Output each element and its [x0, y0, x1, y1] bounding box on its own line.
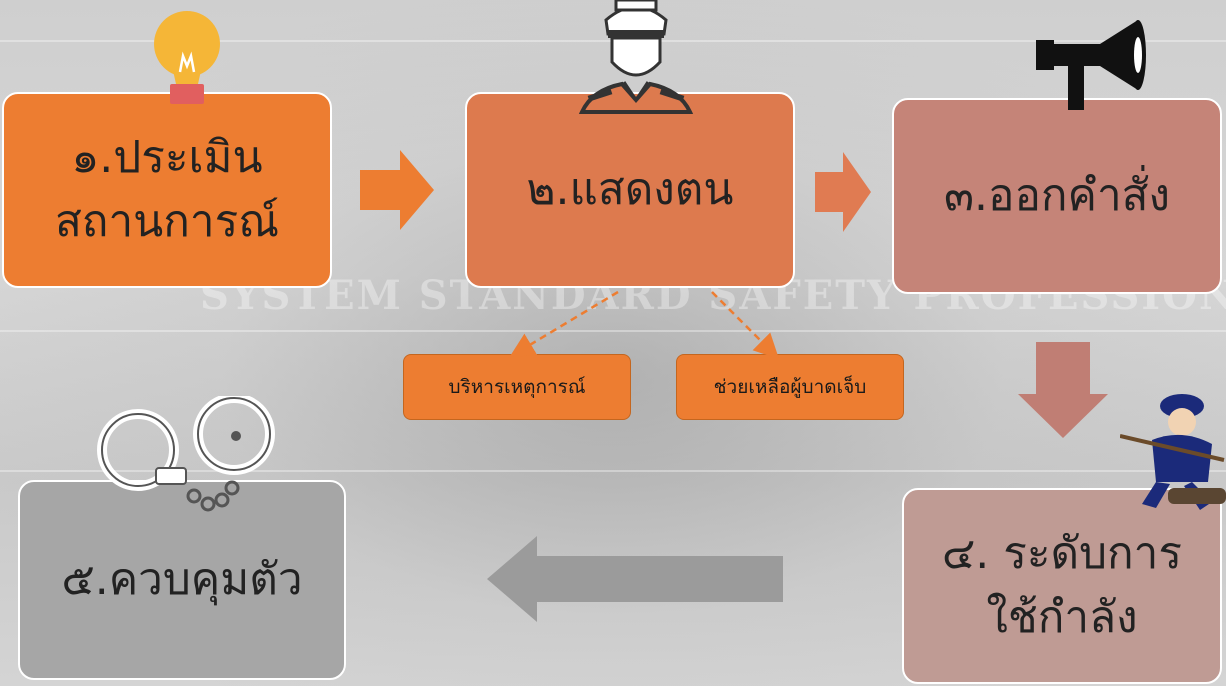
arrow-3-to-4	[1018, 342, 1108, 438]
step-3-box: ๓.ออกคำสั่ง	[892, 98, 1222, 294]
background-line	[0, 330, 1226, 332]
arrow-4-to-5	[487, 536, 783, 622]
step-1-label: ๑.ประเมิน สถานการณ์	[54, 132, 280, 247]
step-2-box: ๒.แสดงตน	[465, 92, 795, 288]
dashed-arrow-left	[509, 290, 619, 358]
handcuffs-icon	[97, 396, 275, 512]
step-5-box: ๕.ควบคุมตัว	[18, 480, 346, 680]
police-force-icon	[1120, 394, 1226, 510]
step-3-label: ๓.ออกคำสั่ง	[943, 170, 1171, 222]
sub-step-help-injured: ช่วยเหลือผู้บาดเจ็บ	[676, 354, 904, 420]
dashed-arrow-right	[711, 291, 780, 360]
step-1-box: ๑.ประเมิน สถานการณ์	[2, 92, 332, 288]
sub-step-label: ช่วยเหลือผู้บาดเจ็บ	[713, 376, 867, 398]
step-4-label: ๔. ระดับการ ใช้กำลัง	[941, 528, 1183, 643]
police-officer-icon	[578, 0, 694, 114]
sub-step-incident-management: บริหารเหตุการณ์	[403, 354, 631, 420]
step-2-label: ๒.แสดงตน	[526, 164, 734, 216]
step-4-box: ๔. ระดับการ ใช้กำลัง	[902, 488, 1222, 684]
arrow-1-to-2	[360, 150, 434, 230]
lightbulb-icon	[154, 11, 220, 104]
step-5-label: ๕.ควบคุมตัว	[61, 554, 303, 606]
arrow-2-to-3	[815, 152, 871, 232]
sub-step-label: บริหารเหตุการณ์	[448, 376, 586, 398]
background-line	[0, 470, 1226, 472]
megaphone-icon	[1036, 20, 1146, 110]
